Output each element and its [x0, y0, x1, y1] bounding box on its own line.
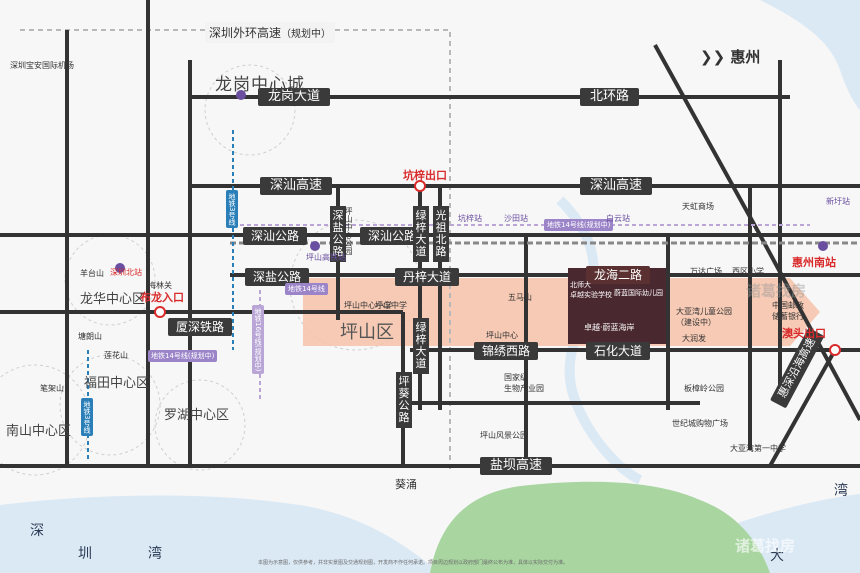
huizhou-name: 惠州	[730, 48, 761, 66]
bijia-label: 笔架山	[40, 384, 64, 393]
shenzhen-bay-char-3: 湾	[148, 546, 162, 562]
xinxu-label: 新圩站	[826, 197, 850, 206]
longhua-center-label: 龙华中心区	[80, 292, 146, 307]
longgang-circle	[204, 64, 296, 156]
aotou-exit-marker	[829, 344, 841, 356]
shenzhen-bay-char-1: 深	[30, 523, 44, 539]
dayawan-label: 大润发	[682, 334, 706, 343]
outer-ring-label: 深圳外环高速（规划中）	[205, 22, 336, 43]
pingshan-high-marker	[310, 241, 320, 251]
river-curve	[556, 196, 643, 485]
shenshan-road-label-2: 深汕公路	[360, 227, 425, 245]
luohu-circle	[154, 379, 246, 471]
shenyan-road-vertical: 深盐公路	[330, 206, 346, 262]
aotou-exit-label: 澳头出口	[782, 327, 826, 340]
shenshan-expressway-label-right: 深汕高速	[580, 177, 653, 195]
watermark-2: 诸葛找房	[735, 537, 796, 555]
kuiyong-label: 葵涌	[395, 478, 417, 491]
metro-14-tag-b: 地铁14号线	[285, 283, 328, 295]
huizhou-south-marker	[818, 241, 828, 251]
shenshan-road-label: 深汕公路	[243, 227, 308, 245]
kengzi-exit-label: 坑梓出口	[403, 169, 447, 182]
huizhou-south-label: 惠州南站	[792, 256, 836, 269]
metro-line3-tag: 地铁3号线	[226, 190, 238, 229]
world-trade-label: 世纪城购物广场	[672, 419, 728, 428]
main-roads	[0, 0, 860, 468]
wutai-label: 五马山	[508, 293, 532, 302]
outer-ring-name: 深圳外环高速	[209, 26, 282, 40]
pingshan-label: 坪山区	[340, 322, 394, 343]
green-hills	[430, 481, 770, 573]
shenzhen-bay-char-2: 圳	[78, 546, 92, 562]
pingkui-road-vertical: 坪葵公路	[396, 372, 412, 428]
kengzi-stn-label: 坑梓站	[458, 214, 482, 223]
futian-circle	[59, 354, 161, 456]
metro-line3-tag-lower: 地铁3号线	[81, 398, 93, 437]
xiqu-primary-label: 西区小学	[732, 267, 764, 276]
watermark-1: 诸葛找房	[746, 282, 807, 300]
pingshan-fengjing-label: 坪山风景公园	[480, 431, 528, 440]
outer-ring-note: （规划中）	[281, 29, 332, 40]
tanglang-label: 塘朗山	[78, 332, 102, 341]
shihua-road4-label: 石化大道	[586, 342, 651, 360]
da-label: 大	[770, 548, 784, 564]
river-top-right	[760, 0, 860, 110]
pingyan-road-label: 深盐公路	[245, 268, 310, 286]
wanda-label: 万达广场	[690, 267, 722, 276]
kengzi-exit-marker	[414, 180, 426, 192]
shenshan-expressway-label: 深汕高速	[260, 177, 333, 195]
huizhou-label: ❯❯ 惠州	[700, 46, 760, 67]
metro-14-tag-a: 地铁14号线(规划中)	[544, 219, 614, 231]
buji-entry-label: 布龙入口	[140, 291, 184, 304]
bilong-avenue-vertical-2: 绿梓大道	[413, 318, 429, 374]
pingshan-high-label: 坪山高铁站	[306, 253, 346, 262]
luohu-center-label: 罗湖中心区	[164, 408, 230, 423]
north-ring-label: 北环路	[580, 88, 640, 106]
longhai-road2-label: 龙海二路	[586, 266, 651, 284]
kindergarten-label: 蔚蓝国际幼儿园	[614, 289, 663, 297]
yanba-expressway-label: 盐坝高速	[480, 457, 553, 475]
metro-16-tag: 地铁16号线(规划中)	[252, 305, 264, 375]
project-name: 卓越·蔚蓝海岸	[584, 323, 635, 332]
pingshan-corridor	[303, 278, 820, 346]
post-label: 中国邮政 储蓄银行	[772, 301, 804, 321]
lianhua-label: 莲花山	[104, 351, 128, 360]
banzhang-label: 板樟岭公园	[684, 384, 724, 393]
dayawan-park-label: 大亚湾儿童公园 （建设中）	[676, 307, 732, 327]
yangtai-label: 羊台山	[80, 269, 104, 278]
shaxi-label: 沙田站	[504, 214, 528, 223]
danzi-avenue-label: 丹梓大道	[395, 268, 460, 286]
jinxiu-road-label: 锦绣西路	[474, 342, 539, 360]
longgang-center-marker	[236, 90, 246, 100]
shenzhen-north-marker	[115, 263, 125, 273]
huizhou-arrow-icon: ❯❯	[700, 48, 731, 66]
futian-center-label: 福田中心区	[84, 376, 150, 391]
metro-14-tag-c: 地铁14号线(规划中)	[148, 350, 218, 362]
pingshan-center-label: 坪山中心	[486, 331, 518, 340]
sea-left	[0, 495, 440, 573]
buji-entry-marker	[154, 306, 166, 318]
kuishen-rail-label: 厦深铁路	[168, 318, 233, 336]
footer-disclaimer: 本图为示意图，仅供参考，并非实景图及交通规划图，开发商不作任何承诺。项目周边规划…	[258, 560, 569, 566]
pingshan-middle-label: 坪山中学	[375, 301, 407, 310]
baiyundong-label: 白云站	[606, 214, 630, 223]
longgang-center-label: 龙岗中心城	[215, 75, 305, 95]
tianhong-label: 天虹商场	[682, 202, 714, 211]
outer-ring-planned	[20, 29, 451, 470]
wan-label: 湾	[834, 483, 848, 499]
shenzhen-north-label: 深圳北站	[110, 268, 142, 277]
baoan-label: 深圳宝安国际机场	[10, 61, 74, 70]
guojia-label: 国家级 生物产业园	[504, 373, 544, 393]
meilin-label: 梅林关	[148, 281, 172, 290]
pingshan-park-label: 坪山中心公园	[344, 207, 353, 255]
guangzu-north-vertical: 光祖北路	[433, 206, 449, 262]
bilong-avenue-vertical: 绿梓大道	[413, 206, 429, 262]
longgang-avenue-label: 龙岗大道	[258, 88, 331, 106]
pingshan-primary-label: 坪山中心小学	[344, 301, 392, 310]
nanshan-center-label: 南山中心区	[6, 424, 72, 439]
school-label: 北师大 卓越实验学校	[570, 281, 612, 299]
dayawan-no1-label: 大亚湾第一中学	[730, 444, 786, 453]
